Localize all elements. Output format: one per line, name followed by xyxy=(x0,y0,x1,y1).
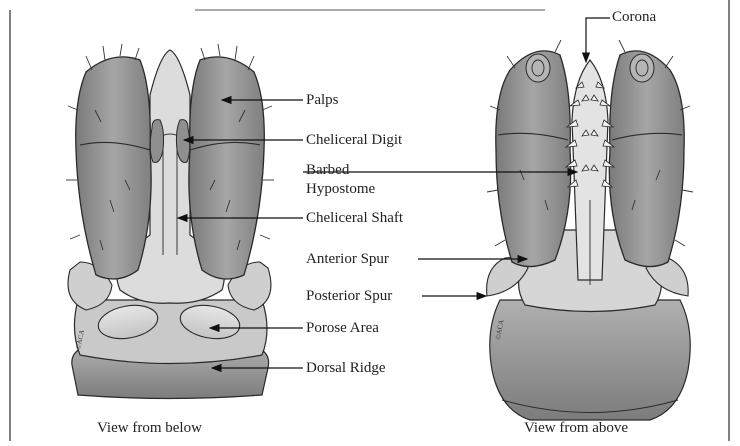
label-corona: Corona xyxy=(612,9,656,26)
label-cheliceral-shaft: Cheliceral Shaft xyxy=(306,210,403,227)
label-palps: Palps xyxy=(306,92,339,109)
label-barbed: Barbed xyxy=(306,162,349,179)
left-palp-below xyxy=(76,57,151,279)
left-palp-above xyxy=(496,51,571,267)
label-anterior-spur: Anterior Spur xyxy=(306,251,389,268)
caption-view-from-above: View from above xyxy=(524,420,628,437)
right-palp-above xyxy=(609,51,684,267)
basis-capituli-above xyxy=(490,300,690,420)
right-palp-below xyxy=(189,57,264,279)
leader-corona xyxy=(586,18,610,62)
caption-view-from-below: View from below xyxy=(97,420,202,437)
label-cheliceral-digit: Cheliceral Digit xyxy=(306,132,402,149)
view-from-below-illustration: ©ACA xyxy=(66,44,274,399)
label-porose-area: Porose Area xyxy=(306,320,379,337)
view-from-above-illustration: ©ACA xyxy=(487,40,693,420)
label-hypostome: Hypostome xyxy=(306,181,375,198)
label-dorsal-ridge: Dorsal Ridge xyxy=(306,360,386,377)
label-posterior-spur: Posterior Spur xyxy=(306,288,392,305)
